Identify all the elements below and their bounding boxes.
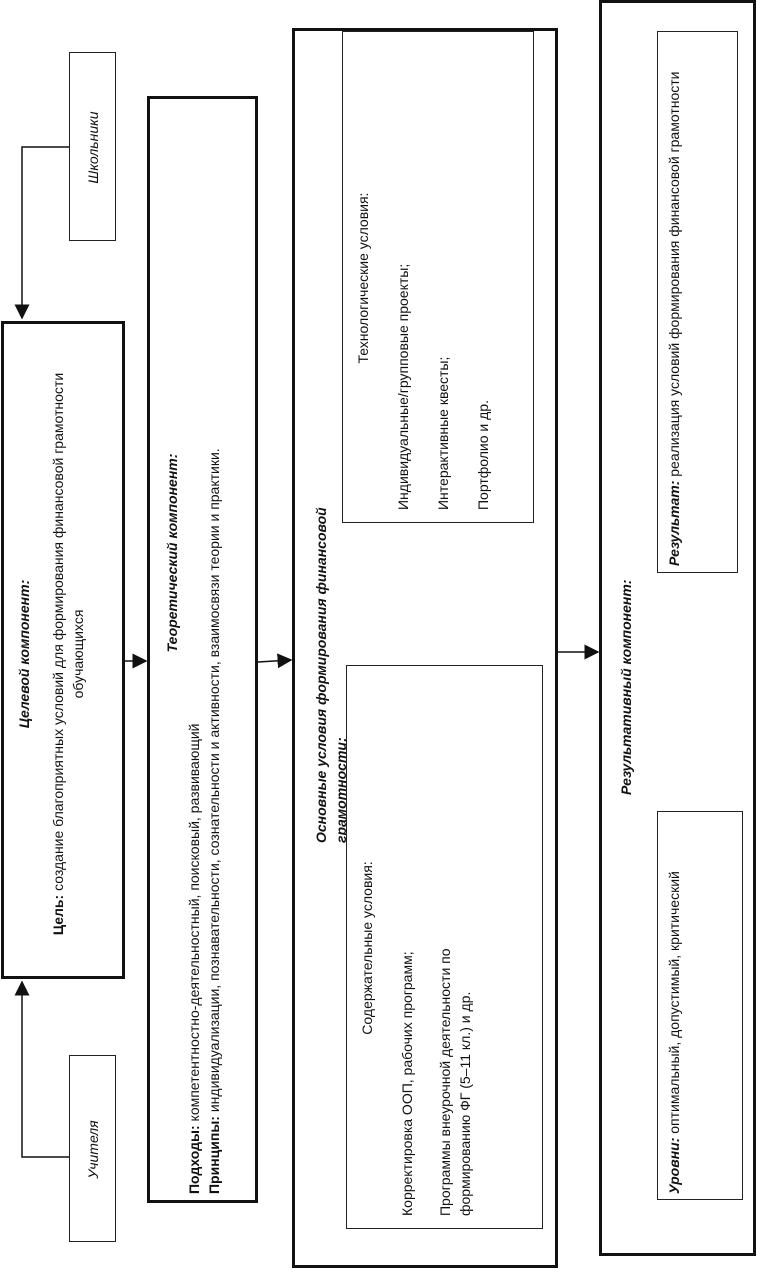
tech-conditions-heading: Технологические условия: <box>355 192 371 364</box>
goal-title: Целевой компонент: <box>16 579 32 729</box>
approaches-text: компетентностно-деятельностный, поисковы… <box>186 723 202 1122</box>
levels-text: оптимальный, допустимый, критический <box>666 871 682 1134</box>
students-label: Школьники <box>85 111 101 184</box>
tech-conditions-box: Технологические условия: Индивидуальные/… <box>342 31 534 523</box>
tech-conditions-item-3: Портфолио и др. <box>475 400 491 510</box>
students-to-goal-arrow <box>14 146 69 320</box>
tech-conditions-content: Технологические условия: Индивидуальные/… <box>347 40 529 516</box>
goal-content: Целевой компонент: Цель: создание благоп… <box>12 336 120 972</box>
conditions-box: Основные условия формирования финансовой… <box>292 28 558 1268</box>
result-box: Результативный компонент: Уровни: оптима… <box>599 0 756 1256</box>
outcome-box: Результат: реализация условий формирован… <box>657 31 738 573</box>
theory-to-conditions-arrow <box>257 653 293 669</box>
outcome-label: Результат: <box>666 480 682 566</box>
goal-text: Цель: создание благоприятных условий для… <box>48 336 88 972</box>
content-conditions-item-2: Программы внеурочной деятельности по фор… <box>437 948 473 1216</box>
content-conditions-content: Содержательные условия: Корректировка ОО… <box>351 674 538 1222</box>
content-conditions-box: Содержательные условия: Корректировка ОО… <box>346 665 543 1229</box>
outcome-text: реализация условий формирования финансов… <box>666 71 682 477</box>
teachers-box: Учителя <box>69 1055 116 1242</box>
levels-box: Уровни: оптимальный, допустимый, критиче… <box>657 811 743 1200</box>
content-conditions-item-1: Корректировка ООП, рабочих программ; <box>399 951 415 1216</box>
theory-content: Теоретический компонент: Подходы: компет… <box>160 112 255 1194</box>
goal-label: Цель: <box>50 894 66 936</box>
teachers-to-goal-arrow <box>14 980 69 1158</box>
theory-approaches: Подходы: компетентностно-деятельностный,… <box>184 112 204 1195</box>
content-conditions-heading: Содержательные условия: <box>359 861 375 1035</box>
levels-label: Уровни: <box>666 1137 682 1194</box>
theory-box: Теоретический компонент: Подходы: компет… <box>147 96 258 1203</box>
goal-box: Целевой компонент: Цель: создание благоп… <box>1 321 125 979</box>
students-box: Школьники <box>69 52 116 241</box>
theory-principles: Принципы: индивидуализации, познавательн… <box>204 112 224 1194</box>
result-title: Результативный компонент: <box>618 579 634 795</box>
conditions-title: Основные условия формирования финансовой… <box>313 507 349 843</box>
principles-label: Принципы: <box>206 1116 222 1194</box>
tech-conditions-item-1: Индивидуальные/групповые проекты; <box>395 263 411 510</box>
levels-content: Уровни: оптимальный, допустимый, критиче… <box>664 818 738 1194</box>
teachers-label: Учителя <box>85 1120 101 1179</box>
theory-title: Теоретический компонент: <box>164 453 180 653</box>
approaches-label: Подходы: <box>186 1125 202 1194</box>
goal-description: создание благоприятных условий для форми… <box>50 372 86 891</box>
tech-conditions-item-2: Интерактивные квесты; <box>435 356 451 510</box>
outcome-content: Результат: реализация условий формирован… <box>664 36 732 566</box>
principles-text: индивидуализации, познавательности, созн… <box>206 448 222 1113</box>
